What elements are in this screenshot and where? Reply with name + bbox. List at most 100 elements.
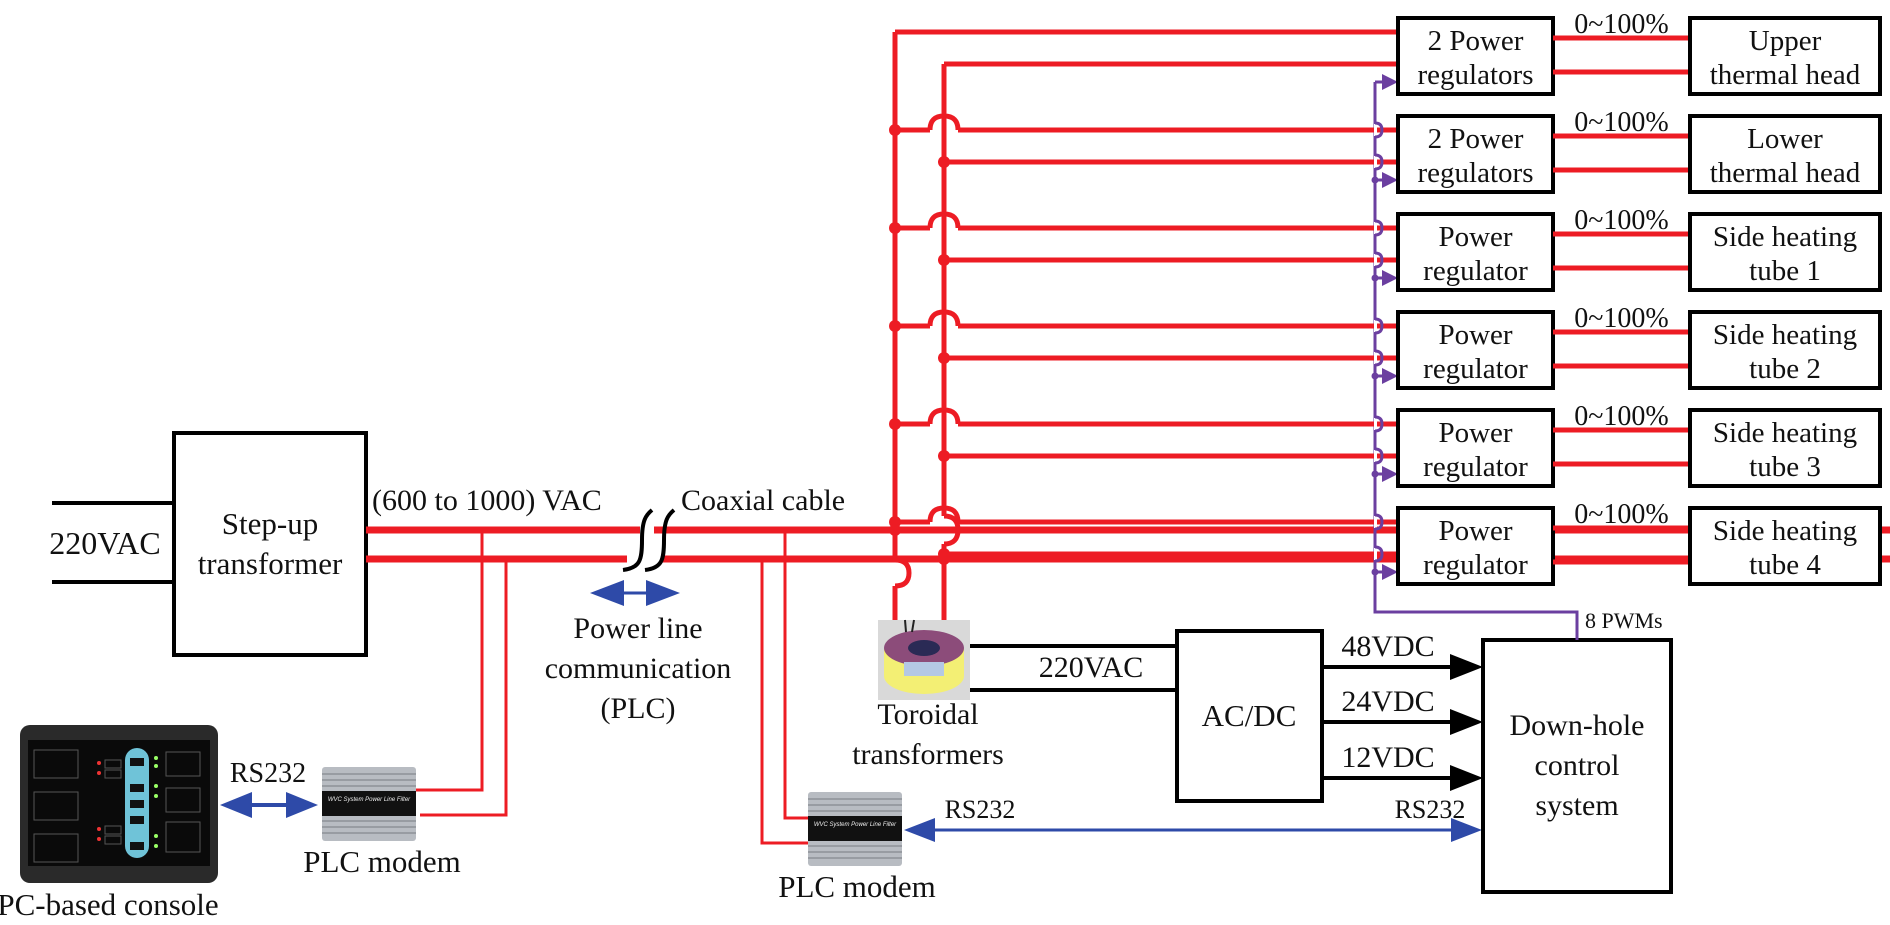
load-label-1: Side heating (1713, 417, 1857, 449)
regulator-label-2: regulator (1423, 549, 1528, 581)
downhole-rs232-left-label: RS232 (945, 795, 1016, 824)
regulator-label-2: regulators (1418, 157, 1534, 189)
load-label-1: Upper (1749, 25, 1822, 57)
toroidal-label-1: Toroidal (877, 698, 978, 731)
downhole-control-label-2: control (1535, 749, 1620, 782)
pwm-hop (1374, 415, 1384, 433)
feed-hop (927, 407, 961, 425)
power-regulator-box (1396, 506, 1555, 586)
load-label-2: thermal head (1710, 59, 1861, 91)
pwm-arrow-icon (1382, 74, 1398, 90)
pwm-hop (1374, 317, 1384, 335)
power-regulator-box (1396, 408, 1555, 488)
plc-label-2: communication (545, 652, 732, 685)
junction-dot (938, 254, 950, 266)
pwm-gap (1374, 516, 1377, 528)
plc-bidirectional-arrow (590, 580, 680, 606)
load-label-1: Side heating (1713, 319, 1857, 351)
junction-dot (889, 320, 901, 332)
feed-hop (927, 309, 961, 327)
regulator-label-1: Power (1438, 515, 1512, 547)
regulator-label-2: regulator (1423, 353, 1528, 385)
heater-load-box (1688, 212, 1882, 292)
surface-rs232-label: RS232 (230, 758, 306, 789)
heater-load-box (1688, 114, 1882, 194)
pwm-gap (1374, 320, 1377, 332)
pc-console-label: PC-based console (0, 887, 219, 922)
pwm-hop (1374, 153, 1384, 171)
regulator-label-2: regulator (1423, 255, 1528, 287)
range-label: 0~100% (1574, 107, 1668, 138)
junction-dot (938, 450, 950, 462)
load-label-2: thermal head (1710, 157, 1861, 189)
coaxial-cable-label: Coaxial cable (681, 484, 845, 517)
heater-load-box (1688, 16, 1882, 96)
cable-break-icon (622, 508, 676, 572)
feed-hop (927, 113, 961, 131)
toroid-output-voltage-label: 220VAC (1039, 651, 1143, 684)
regulator-label-1: 2 Power (1428, 123, 1524, 155)
dc-output-arrows (1322, 654, 1483, 791)
pwm-gap (1374, 222, 1377, 234)
pwm-gap (1374, 548, 1377, 560)
pc-console-monitor-icon (20, 725, 218, 883)
pwm-hop (1374, 513, 1384, 531)
regulator-label-1: Power (1438, 221, 1512, 253)
load-label-1: Side heating (1713, 515, 1857, 547)
load-label-2: tube 2 (1749, 353, 1821, 385)
dc-output-label-48: 48VDC (1341, 630, 1434, 663)
downhole-plc-modem-label: PLC modem (778, 869, 936, 904)
toroidal-label-2: transformers (852, 738, 1004, 771)
pwm-gap (1374, 418, 1377, 430)
pwm-arrow-icon (1382, 270, 1398, 286)
surface-modem-taps (415, 530, 508, 817)
pwm-hop (1374, 251, 1384, 269)
downhole-modem-device-text: WVC System Power Line Filter (814, 822, 897, 828)
downhole-control-label-3: system (1535, 789, 1618, 822)
regulator-label-2: regulator (1423, 451, 1528, 483)
range-label: 0~100% (1574, 205, 1668, 236)
downhole-control-box (1481, 638, 1673, 894)
step-up-transformer-label-2: transformer (198, 546, 343, 581)
downhole-rs232-right-label: RS232 (1395, 795, 1466, 824)
load-label-2: tube 4 (1749, 549, 1821, 581)
pwm-gap (1374, 156, 1377, 168)
distribution-risers (892, 29, 1398, 620)
pwm-arrow-icon (1382, 466, 1398, 482)
input-wires (52, 501, 174, 584)
pwm-hop (1374, 219, 1384, 237)
surface-modem-device-text: WVC System Power Line Filter (328, 797, 411, 803)
pwm-gap (1374, 450, 1377, 462)
downhole-modem-taps (760, 530, 808, 845)
pwm-label: 8 PWMs (1585, 608, 1663, 633)
range-label: 0~100% (1574, 303, 1668, 334)
plc-label-3: (PLC) (601, 692, 676, 725)
load-label-2: tube 3 (1749, 451, 1821, 483)
junction-dot (889, 222, 901, 234)
dc-output-label-12: 12VDC (1341, 741, 1434, 774)
pwm-arrow-icon (1382, 564, 1398, 580)
power-regulator-box (1396, 310, 1555, 390)
load-label-1: Lower (1747, 123, 1823, 155)
pwm-hop (1374, 349, 1384, 367)
heater-load-box (1688, 506, 1882, 586)
downhole-control-label-1: Down-hole (1510, 709, 1645, 742)
junction-dot (938, 156, 950, 168)
bus-voltage-label: (600 to 1000) VAC (372, 484, 602, 517)
downhole-plc-modem-icon: WVC System Power Line Filter (808, 792, 902, 866)
step-up-transformer-box (172, 431, 368, 657)
dc-output-label-24: 24VDC (1341, 685, 1434, 718)
pwm-hop (1374, 121, 1384, 139)
pwm-hop (1374, 545, 1384, 563)
surface-rs232-arrow (220, 792, 318, 818)
pwm-arrow-icon (1382, 172, 1398, 188)
junction-dot (889, 516, 901, 528)
junction-dot (889, 418, 901, 430)
plc-label-1: Power line (573, 612, 702, 645)
